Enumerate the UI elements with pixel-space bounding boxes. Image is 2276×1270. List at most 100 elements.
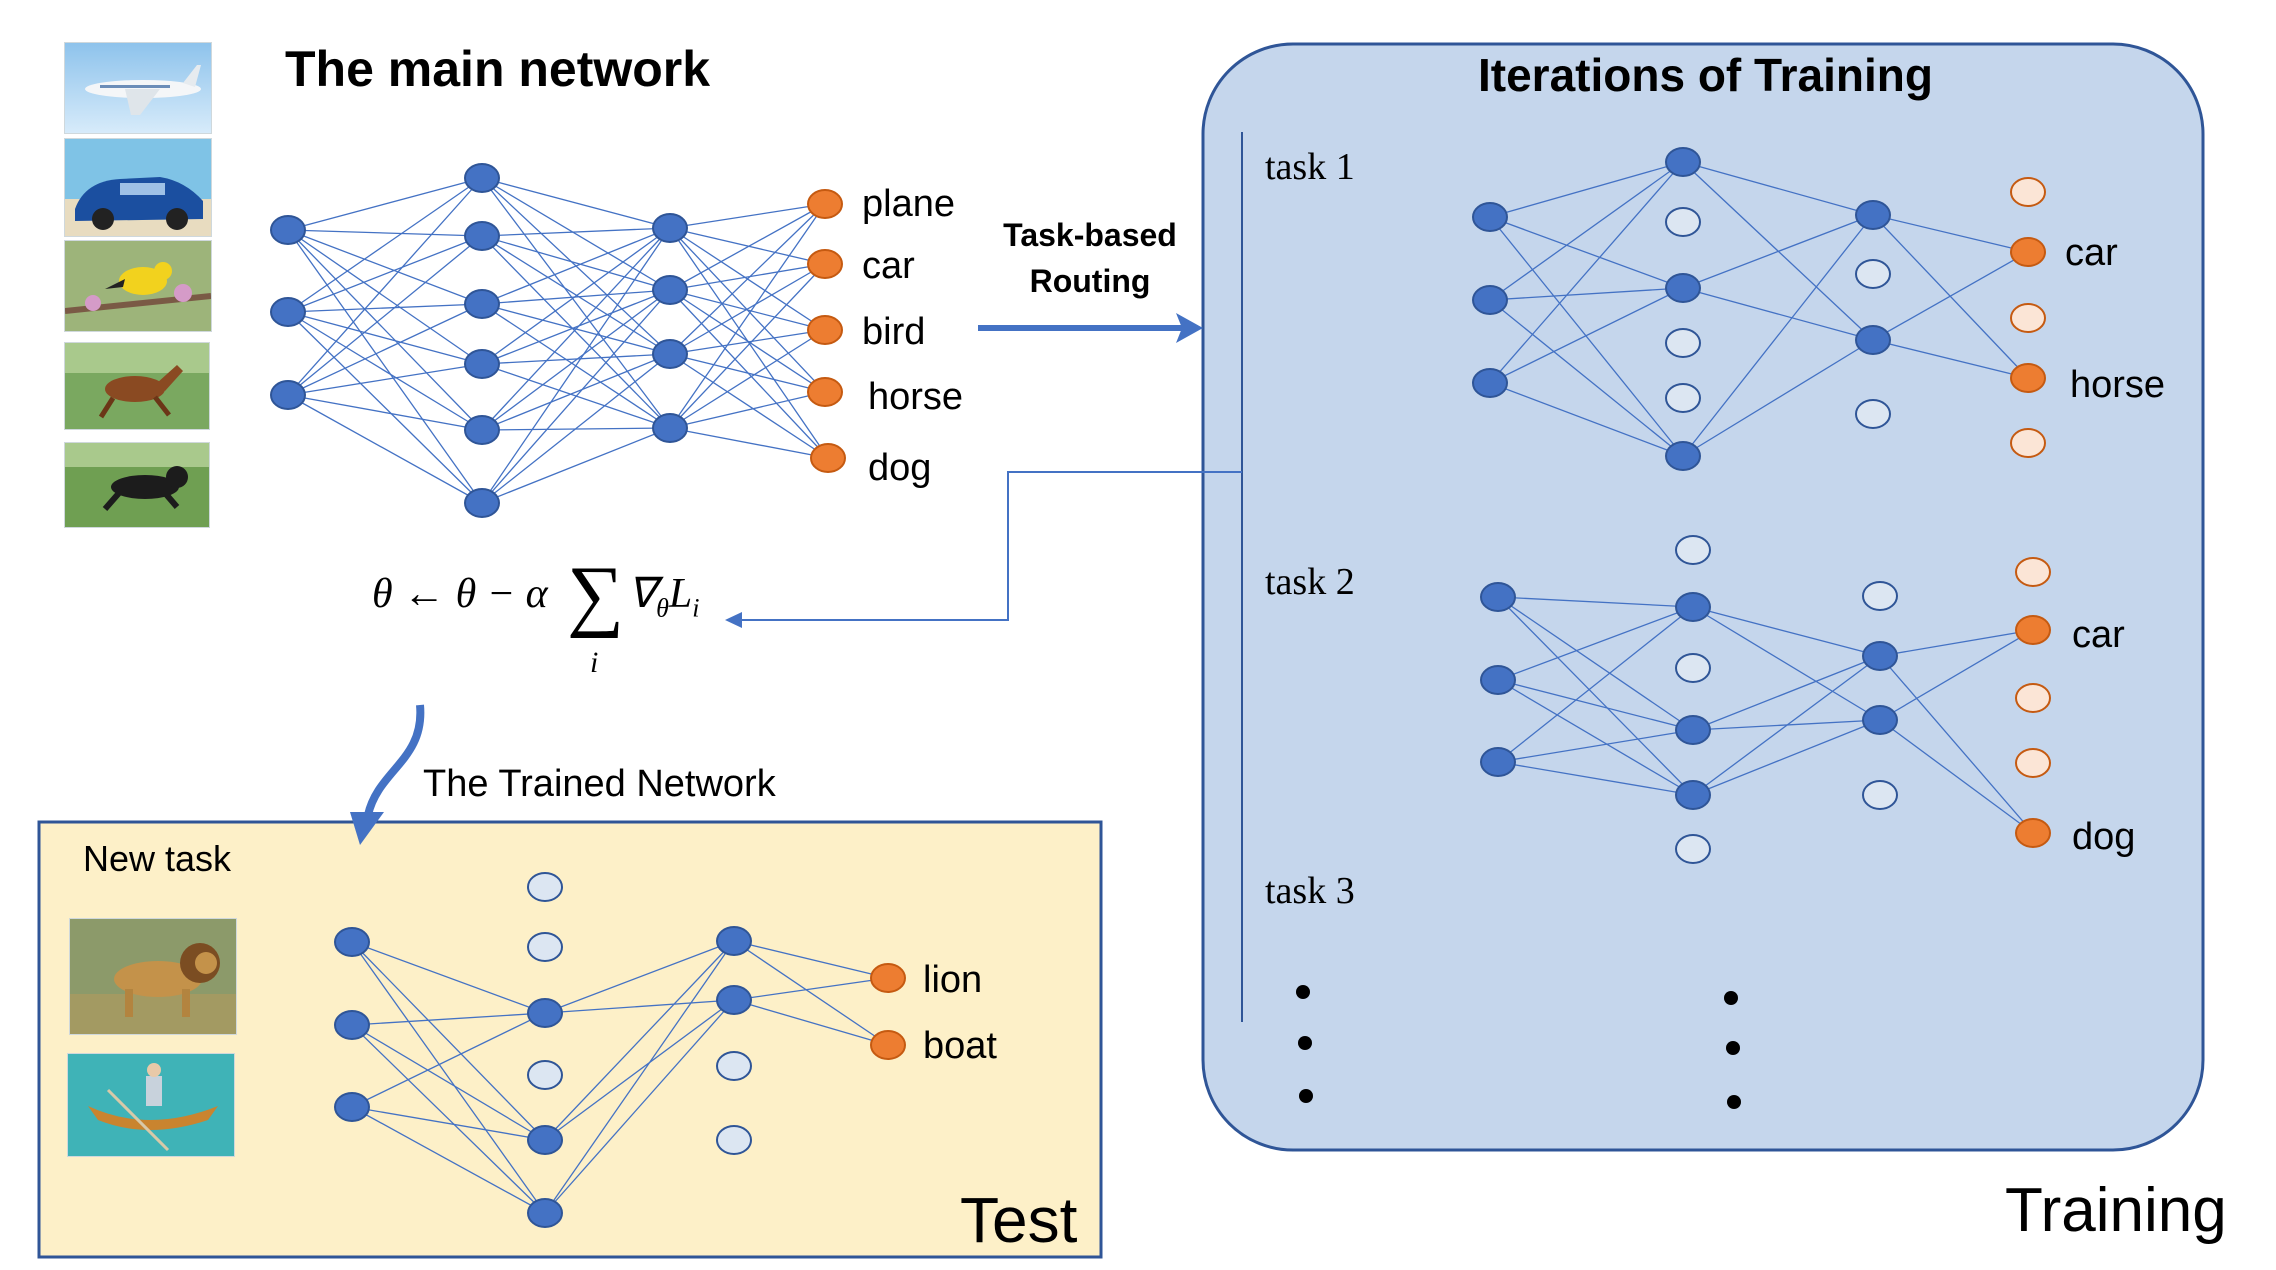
network-edge xyxy=(287,311,483,365)
network-edge xyxy=(1872,214,2029,253)
network-edge xyxy=(351,1012,546,1108)
network-edge xyxy=(481,427,671,504)
network-node xyxy=(527,1125,563,1155)
main-output-label: dog xyxy=(868,447,932,489)
routing-label-line2: Routing xyxy=(1029,263,1151,299)
network-edge xyxy=(1879,629,2034,657)
network-node xyxy=(1675,592,1711,622)
network-node xyxy=(1862,705,1898,735)
formula-sum-index: i xyxy=(590,646,599,679)
task-output-label: horse xyxy=(2070,364,2166,406)
network-edge xyxy=(1497,679,1694,796)
network-edge xyxy=(669,203,826,355)
bird-photo xyxy=(64,240,212,332)
network-node xyxy=(716,985,752,1015)
output-node xyxy=(2015,748,2051,778)
network-edge xyxy=(669,329,826,429)
routing-arrowhead xyxy=(1176,313,1203,343)
network-edge xyxy=(481,235,671,355)
network-edge xyxy=(669,203,826,429)
network-edge xyxy=(351,941,546,1014)
network-node xyxy=(1665,273,1701,303)
training-corner-label: Training xyxy=(2005,1176,2227,1245)
output-node xyxy=(807,377,843,407)
network-edge xyxy=(733,940,889,1046)
network-edge xyxy=(1872,251,2029,341)
gradient-feedback-arrowhead xyxy=(725,612,742,628)
network-edge xyxy=(669,263,826,291)
network-node xyxy=(1675,535,1711,565)
output-node xyxy=(2015,615,2051,645)
network-node xyxy=(1665,383,1701,413)
network-edge xyxy=(351,941,546,1214)
task-output-label: car xyxy=(2065,232,2118,274)
main-output-label: car xyxy=(862,245,915,287)
network-node xyxy=(716,1051,752,1081)
network-node xyxy=(1472,202,1508,232)
network-edge xyxy=(669,227,826,265)
network-edge xyxy=(1489,161,1684,384)
network-edge xyxy=(1682,287,1874,341)
plane-photo xyxy=(64,42,212,134)
network-edge xyxy=(1489,287,1684,384)
task-output-label: dog xyxy=(2072,816,2136,858)
network-edge xyxy=(1692,606,1881,721)
network-edge xyxy=(287,229,483,431)
network-node xyxy=(270,380,306,410)
network-node xyxy=(1480,665,1516,695)
dog-photo xyxy=(64,442,210,528)
network-node xyxy=(1862,581,1898,611)
network-edge xyxy=(481,289,671,431)
ellipsis-dot xyxy=(1296,985,1310,999)
network-edge xyxy=(669,203,826,291)
trained-network-arrowhead xyxy=(350,812,384,845)
network-edge xyxy=(1489,299,1684,457)
network-edge xyxy=(287,177,483,396)
ellipsis-dot xyxy=(1726,1041,1740,1055)
network-edge xyxy=(1497,596,1694,731)
network-edge xyxy=(1692,719,1881,796)
network-edge xyxy=(287,235,483,313)
routing-label-line1: Task-based xyxy=(1003,217,1177,253)
network-edge xyxy=(287,311,483,431)
network-edge xyxy=(669,329,826,355)
network-edge xyxy=(733,940,889,979)
network-node xyxy=(1862,641,1898,671)
network-edge xyxy=(287,229,483,504)
boat-photo xyxy=(67,1053,235,1157)
output-node xyxy=(2010,177,2046,207)
output-node xyxy=(2010,303,2046,333)
network-edge xyxy=(669,227,829,459)
network-edge xyxy=(1497,606,1694,763)
network-node xyxy=(527,1060,563,1090)
network-node xyxy=(334,927,370,957)
network-node xyxy=(527,872,563,902)
output-node xyxy=(807,315,843,345)
network-edge xyxy=(481,353,671,365)
network-edge xyxy=(1489,216,1684,457)
network-node xyxy=(1665,328,1701,358)
network-node xyxy=(1480,582,1516,612)
network-edge xyxy=(287,363,483,396)
network-node xyxy=(1855,259,1891,289)
ellipsis-dot xyxy=(1724,991,1738,1005)
network-node xyxy=(464,415,500,445)
network-edge xyxy=(1682,161,1874,216)
network-edge xyxy=(1872,339,2029,379)
network-edge xyxy=(1489,161,1684,218)
network-edge xyxy=(287,303,483,396)
network-edge xyxy=(287,394,483,431)
network-edge xyxy=(481,235,671,291)
task-label: task 1 xyxy=(1265,146,1355,188)
network-edge xyxy=(1497,679,1694,731)
network-node xyxy=(652,213,688,243)
network-node xyxy=(716,1125,752,1155)
network-node xyxy=(1480,747,1516,777)
network-edge xyxy=(481,227,671,431)
network-node xyxy=(1675,653,1711,683)
network-node xyxy=(334,1092,370,1122)
network-edge xyxy=(1497,729,1694,763)
network-edge xyxy=(544,999,735,1214)
network-edge xyxy=(1682,214,1874,457)
